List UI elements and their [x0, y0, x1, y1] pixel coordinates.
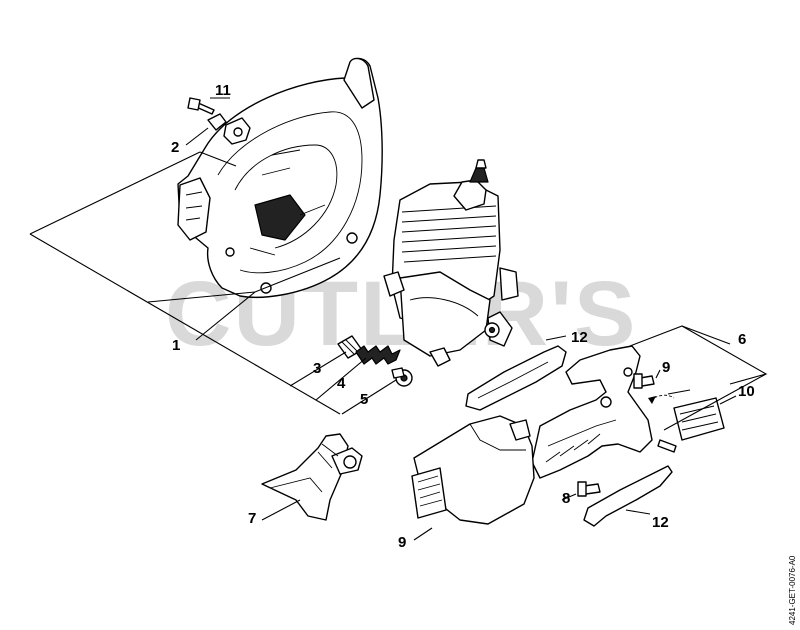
callout-6: 6 [738, 331, 746, 348]
screw-part-8 [577, 481, 601, 497]
handle-trim-part-12-upper [465, 345, 567, 411]
fan-housing [177, 57, 383, 298]
spring-part-4 [355, 345, 401, 365]
callout-12-lower: 12 [652, 514, 669, 531]
document-id: 4241-GET-0076-A0 [788, 555, 797, 625]
handle-assembly-part-6 [531, 345, 653, 479]
label-part-10 [667, 389, 725, 441]
callout-9-upper: 9 [662, 359, 670, 376]
callout-2: 2 [171, 139, 179, 156]
screw-part-11 [187, 97, 215, 115]
callout-3: 3 [313, 360, 321, 377]
leader-lines [29, 97, 768, 541]
engine [383, 159, 519, 367]
screw-handle [657, 439, 677, 453]
callout-12-upper: 12 [571, 329, 588, 346]
arrow-icon [648, 394, 675, 404]
callout-11: 11 [215, 82, 231, 99]
handle-bracket-part-7 [261, 433, 363, 521]
handle-trim-part-12-lower [583, 465, 673, 527]
callout-9-lower: 9 [398, 534, 406, 551]
screw-part-9-upper [633, 373, 655, 389]
callout-1: 1 [172, 337, 180, 354]
callout-7: 7 [248, 510, 256, 527]
callout-10: 10 [738, 383, 755, 400]
callout-4: 4 [337, 375, 346, 392]
callout-8: 8 [562, 490, 570, 507]
callout-5: 5 [360, 391, 368, 408]
nut-part-2 [207, 113, 227, 131]
screw-part-5 [391, 367, 413, 387]
label-part-9-lower [411, 467, 447, 519]
